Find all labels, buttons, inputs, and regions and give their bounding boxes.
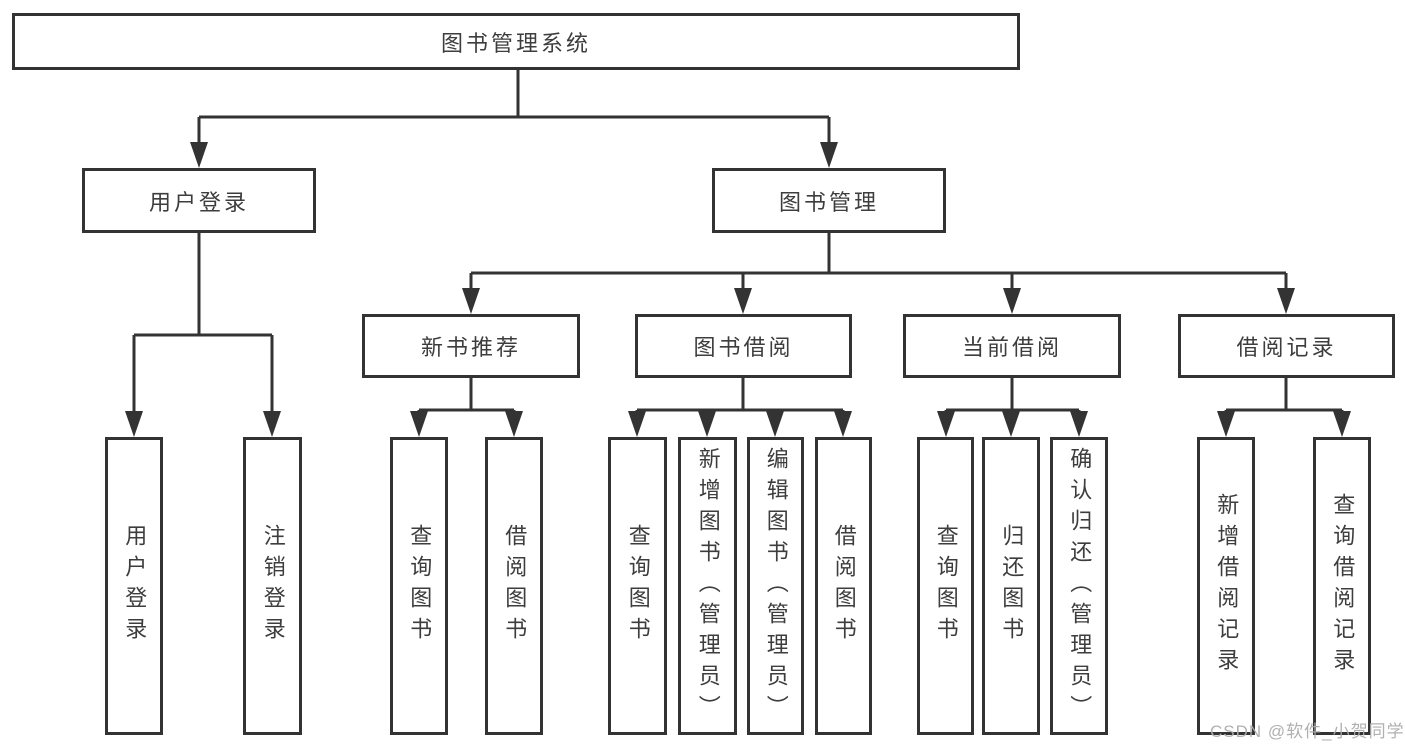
leaf-label: 新增图书（管理员） bbox=[695, 446, 721, 726]
leaf-query-books-recommend: 查询图书 bbox=[390, 437, 448, 735]
leaf-query-books-current: 查询图书 bbox=[917, 437, 974, 735]
node-new-book-recommend: 新书推荐 bbox=[362, 314, 580, 378]
leaf-label: 查询图书 bbox=[933, 524, 959, 648]
node-current-borrow: 当前借阅 bbox=[903, 314, 1121, 378]
leaf-return-books: 归还图书 bbox=[982, 437, 1040, 735]
leaf-user-login: 用户登录 bbox=[105, 437, 163, 735]
leaf-label: 归还图书 bbox=[999, 524, 1025, 648]
node-book-borrow: 图书借阅 bbox=[635, 314, 852, 378]
node-root-system: 图书管理系统 bbox=[12, 13, 1020, 70]
leaf-logout: 注销登录 bbox=[243, 437, 302, 735]
leaf-label: 查询图书 bbox=[625, 524, 651, 648]
leaf-add-books-admin: 新增图书（管理员） bbox=[678, 437, 737, 735]
leaf-label: 查询借阅记录 bbox=[1330, 493, 1356, 679]
leaf-label: 确认归还（管理员） bbox=[1067, 446, 1093, 726]
csdn-watermark: CSDN @软件_小贺同学 bbox=[1210, 722, 1405, 741]
leaf-add-borrow-record: 新增借阅记录 bbox=[1197, 437, 1255, 735]
leaf-label: 注销登录 bbox=[260, 524, 286, 648]
leaf-query-books-borrow: 查询图书 bbox=[608, 437, 667, 735]
leaf-confirm-return-admin: 确认归还（管理员） bbox=[1050, 437, 1108, 735]
leaf-label: 查询图书 bbox=[407, 524, 433, 648]
arrowheads bbox=[125, 142, 1351, 437]
leaf-edit-books-admin: 编辑图书（管理员） bbox=[747, 437, 804, 735]
leaf-label: 编辑图书（管理员） bbox=[763, 446, 789, 726]
node-book-management: 图书管理 bbox=[712, 168, 946, 233]
leaf-borrow-books-recommend: 借阅图书 bbox=[485, 437, 543, 735]
leaf-label: 借阅图书 bbox=[831, 524, 857, 648]
leaf-borrow-books: 借阅图书 bbox=[815, 437, 872, 735]
leaf-label: 借阅图书 bbox=[502, 524, 528, 648]
leaf-query-borrow-record: 查询借阅记录 bbox=[1313, 437, 1371, 735]
leaf-label: 新增借阅记录 bbox=[1214, 493, 1240, 679]
leaf-label: 用户登录 bbox=[122, 524, 148, 648]
node-borrow-records: 借阅记录 bbox=[1178, 314, 1395, 378]
node-user-login: 用户登录 bbox=[82, 168, 316, 233]
